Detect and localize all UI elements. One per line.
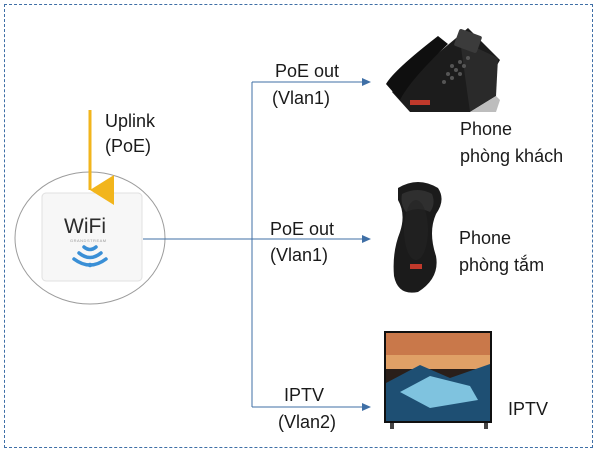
branch-1-device-label: Phone (460, 119, 513, 139)
wifi-icon (72, 245, 108, 268)
branch-1-vlan-label: (Vlan1) (272, 88, 331, 108)
diagram-frame (4, 4, 593, 448)
branch-1-device-room: phòng khách (460, 146, 564, 166)
branch-1-port-label: PoE out (275, 61, 340, 81)
desk-phone-image (386, 28, 500, 112)
branch-3-vlan-label: (Vlan2) (278, 412, 337, 432)
branch-3-port-label: IPTV (284, 385, 325, 405)
branch-2-port-label: PoE out (270, 219, 335, 239)
branch-3-device-label: IPTV (508, 399, 549, 419)
branch-2-vlan-label: (Vlan1) (270, 245, 329, 265)
branch-2-device-label: Phone (459, 228, 512, 248)
access-point-brand: GRANDSTREAM (70, 238, 107, 243)
uplink-sub-label: (PoE) (105, 136, 152, 156)
bathroom-phone-image (393, 182, 442, 293)
wire-lines (143, 78, 371, 411)
tv-image (384, 331, 492, 429)
uplink-label: Uplink (105, 111, 156, 131)
access-point-label: WiFi (64, 215, 106, 238)
branch-2-device-room: phòng tắm (459, 255, 545, 275)
